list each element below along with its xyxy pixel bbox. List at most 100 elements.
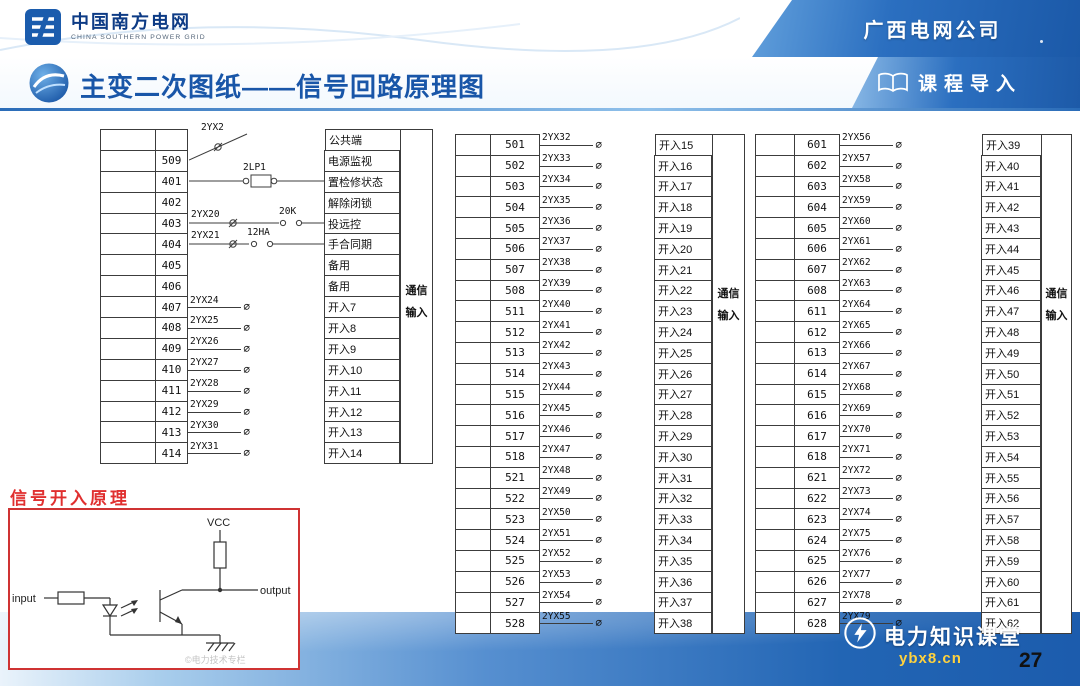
terminal-spare-cell <box>755 134 795 156</box>
terminal-spare-cell <box>455 362 491 385</box>
wire-stub: 2YX36⌀ <box>540 217 602 239</box>
wire-stub: 2YX65⌀ <box>840 321 902 343</box>
logo-subtitle: CHINA SOUTHERN POWER GRID <box>71 34 206 42</box>
terminal-spare-cell <box>455 445 491 468</box>
terminal-spare-cell <box>455 154 491 177</box>
wire-stub: 2YX61⌀ <box>840 237 902 260</box>
comm-input-box: 通信输入 <box>400 129 433 465</box>
device-input-label: 开入53 <box>981 425 1041 447</box>
wire-stub: 2YX32 ⌀ <box>540 132 602 156</box>
wire-label: 2YX68 <box>842 381 871 393</box>
wire-label: 2YX52 <box>542 548 571 560</box>
terminal-number: 604 <box>794 196 840 219</box>
terminal-spare-cell <box>755 591 795 614</box>
wire-stub: 2YX67⌀ <box>840 362 902 385</box>
device-input-label: 开入54 <box>981 445 1041 468</box>
wire-stub: 2YX52⌀ <box>540 548 602 572</box>
wire-stub: 2YX31⌀ <box>188 442 250 464</box>
terminal-number: 627 <box>794 591 840 614</box>
wire-continuation-icon: ⌀ <box>595 138 602 151</box>
wire-line <box>840 436 893 438</box>
terminal-spare-cell <box>100 296 156 319</box>
wire-line <box>540 477 593 479</box>
terminal-row: 404 <box>100 233 250 256</box>
device-input-label: 开入17 <box>654 175 712 198</box>
terminal-number: 406 <box>155 275 188 298</box>
wire-line <box>540 290 593 292</box>
wire-stub: 2YX74⌀ <box>840 508 902 530</box>
optocoupler-circuit: VCC input <box>12 517 291 665</box>
wire-label: 2YX33 <box>542 153 571 165</box>
terminal-spare-cell <box>455 612 491 635</box>
terminal-number: 411 <box>155 379 188 402</box>
wire-continuation-icon: ⌀ <box>895 595 902 608</box>
wire-continuation-icon: ⌀ <box>595 242 602 255</box>
device-input-label: 开入58 <box>981 529 1041 551</box>
terminal-spare-cell <box>455 591 491 614</box>
terminal-number: 413 <box>155 421 188 444</box>
wire-stub: 2YX28⌀ <box>188 379 250 402</box>
terminal-number: 511 <box>490 300 540 323</box>
wire-continuation-icon: ⌀ <box>243 363 250 376</box>
terminal-spare-cell <box>455 217 491 239</box>
wire-continuation-icon: ⌀ <box>243 321 250 334</box>
device-input-label: 备用 <box>324 275 400 298</box>
terminal-spare-cell <box>100 379 156 402</box>
device-input-label: 开入22 <box>654 279 712 302</box>
wire-line <box>540 207 593 209</box>
device-input-label: 开入34 <box>654 529 712 551</box>
wire-continuation-icon: ⌀ <box>595 158 602 171</box>
wire-continuation-icon: ⌀ <box>895 242 902 255</box>
wire-stub: 2YX37⌀ <box>540 237 602 260</box>
wire-label: 2YX32 <box>542 132 571 144</box>
terminal-number: 412 <box>155 400 188 423</box>
wire-continuation-icon: ⌀ <box>895 470 902 483</box>
wire-label: 2YX71 <box>842 444 871 456</box>
wire-label: 2YX56 <box>842 132 871 144</box>
device-input-label: 开入56 <box>981 487 1041 510</box>
wire-line <box>188 348 241 350</box>
terminal-number: 403 <box>155 212 188 235</box>
wire-continuation-icon: ⌀ <box>595 595 602 608</box>
wire-line <box>840 540 893 542</box>
wire-continuation-icon: ⌀ <box>895 325 902 338</box>
wire-line <box>540 352 593 354</box>
wire-label: 2YX47 <box>542 444 571 456</box>
wire-stub: 2YX64⌀ <box>840 300 902 322</box>
wire-continuation-icon: ⌀ <box>895 616 902 629</box>
wire-stub: 2YX39⌀ <box>540 279 602 302</box>
wire-stub: 2YX72⌀ <box>840 466 902 489</box>
device-input-label: 开入59 <box>981 549 1041 572</box>
terminal-spare-cell <box>100 191 156 214</box>
wire-line <box>840 352 893 354</box>
wire-label: 2YX53 <box>542 569 571 581</box>
wire-label: 2YX79 <box>842 610 871 622</box>
terminal-spare-cell <box>455 383 491 406</box>
wire-label: 2YX50 <box>542 506 571 518</box>
terminal-spare-cell <box>455 487 491 510</box>
wire-label: 2YX2 <box>201 122 224 133</box>
device-input-label: 开入20 <box>654 237 712 260</box>
wire-line <box>188 432 241 434</box>
wire-continuation-icon: ⌀ <box>895 138 902 151</box>
wire-stub: 2YX54⌀ <box>540 591 602 614</box>
wire-label: 2YX40 <box>542 298 571 310</box>
wire-line <box>188 307 241 309</box>
wire-line <box>540 332 593 334</box>
badge-label: 课程导入 <box>918 74 1023 95</box>
wire-line <box>840 581 893 583</box>
wire-line <box>840 477 893 479</box>
comm-input-box: 通信输入 <box>712 134 745 635</box>
wire-label: 2YX27 <box>190 357 219 369</box>
input-label: 输入 <box>405 307 428 319</box>
contact-label: 20K <box>279 206 296 217</box>
wire-label: 2YX58 <box>842 174 871 185</box>
terminal-spare-cell <box>455 279 491 302</box>
